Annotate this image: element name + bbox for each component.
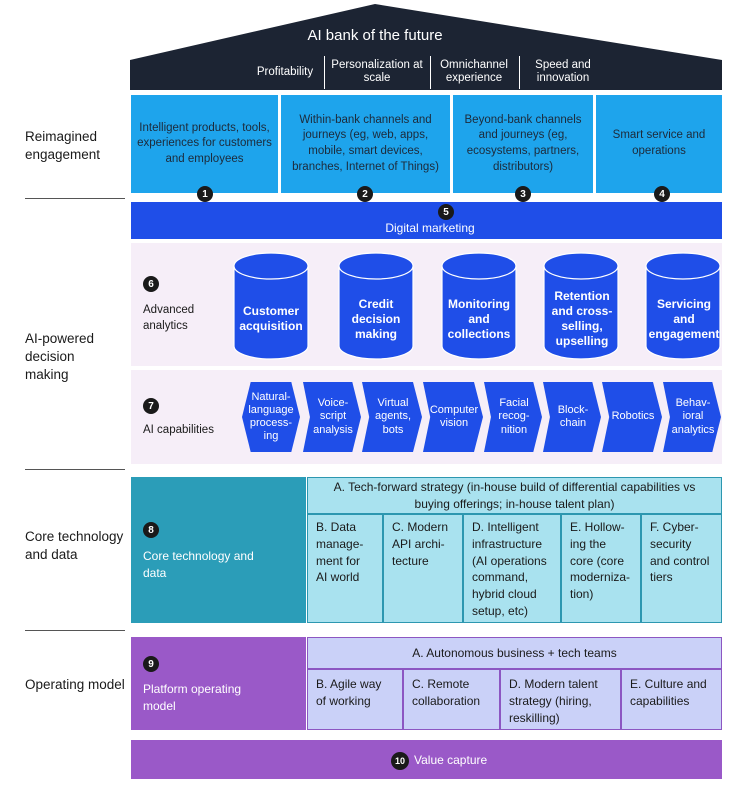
analytics-item-monitoring: Monitoring and collections bbox=[447, 296, 511, 341]
engagement-box-4: Smart service and operations bbox=[596, 95, 722, 193]
ai-capability-robotics: Robotics bbox=[602, 382, 662, 452]
analytics-label: Advanced analytics bbox=[143, 304, 195, 333]
layer-label-decision: AI-powered decision making bbox=[25, 331, 95, 383]
ai-capability-natural-language: Natural-language process-ing bbox=[242, 382, 300, 452]
number-badge-9: 9 bbox=[143, 656, 159, 672]
operating-box-culture: E. Culture and capabilities bbox=[621, 669, 722, 730]
ai-capability-computer-vision: Computer vision bbox=[423, 382, 483, 452]
operating-box-remote-collaboration: C. Remote collaboration bbox=[403, 669, 500, 730]
analytics-item-retention: Retention and cross-selling, upselling bbox=[551, 289, 613, 348]
analytics-item-credit-decision: Credit decision making bbox=[351, 296, 401, 341]
layer-label-operating: Operating model bbox=[25, 677, 125, 692]
core-box-tech-forward-strategy: A. Tech-forward strategy (in-house build… bbox=[307, 477, 722, 514]
pillar-divider bbox=[430, 56, 431, 89]
ai-capabilities-label: AI capabilities bbox=[143, 424, 214, 436]
digital-marketing-bar bbox=[131, 202, 722, 239]
analytics-cylinders bbox=[233, 252, 721, 360]
core-technology-panel bbox=[131, 477, 306, 623]
number-badge-2: 2 bbox=[357, 186, 373, 202]
number-badge-1: 1 bbox=[197, 186, 213, 202]
number-badge-5: 5 bbox=[438, 204, 454, 220]
layer-label-core: Core technology and data bbox=[25, 529, 124, 563]
core-technology-label: Core technology and data bbox=[143, 549, 254, 580]
pillar-personalization: Personalization at scale bbox=[331, 58, 423, 84]
roof bbox=[130, 4, 722, 90]
roof-title: AI bank of the future bbox=[307, 26, 443, 44]
number-badge-8: 8 bbox=[143, 522, 159, 538]
operating-box-autonomous-teams: A. Autonomous business + tech teams bbox=[307, 637, 722, 669]
pillar-divider bbox=[519, 56, 520, 89]
pillar-speed: Speed and innovation bbox=[535, 58, 591, 84]
number-badge-10: 10 bbox=[391, 752, 409, 770]
ai-capability-blockchain: Block-chain bbox=[543, 382, 601, 452]
operating-box-talent-strategy: D. Modern talent strategy (hiring, reski… bbox=[500, 669, 621, 730]
digital-marketing-label: Digital marketing bbox=[385, 221, 475, 235]
pillar-omnichannel: Omnichannel experience bbox=[440, 58, 508, 84]
analytics-item-customer-acquisition: Customer acquisition bbox=[239, 304, 303, 333]
ai-capability-facial-recognition: Facial recog-nition bbox=[484, 382, 542, 452]
core-box-cybersecurity: F. Cyber-security and control tiers bbox=[641, 514, 722, 623]
engagement-box-2: Within-bank channels and journeys (eg, w… bbox=[281, 95, 450, 193]
value-capture-bar bbox=[131, 740, 722, 779]
engagement-box-3: Beyond-bank channels and journeys (eg, e… bbox=[453, 95, 593, 193]
ai-capability-virtual-agents: Virtual agents, bots bbox=[362, 382, 422, 452]
number-badge-6: 6 bbox=[143, 276, 159, 292]
ai-capability-voice-script: Voice-script analysis bbox=[303, 382, 361, 452]
operating-model-panel bbox=[131, 637, 306, 730]
operating-model-label: Platform operating model bbox=[143, 682, 242, 713]
number-badge-7: 7 bbox=[143, 398, 159, 414]
operating-box-agile: B. Agile way of working bbox=[307, 669, 403, 730]
pillar-profitability: Profitability bbox=[256, 66, 314, 79]
number-badge-3: 3 bbox=[515, 186, 531, 202]
pillar-divider bbox=[324, 56, 325, 89]
analytics-item-servicing: Servicing and engagement bbox=[648, 296, 720, 341]
core-box-api-architecture: C. Modern API archi-tecture bbox=[383, 514, 463, 623]
core-box-intelligent-infrastructure: D. Intelligent infrastructure (AI operat… bbox=[463, 514, 561, 623]
layer-divider bbox=[25, 630, 125, 631]
core-box-data-management: B. Data manage-ment for AI world bbox=[307, 514, 383, 623]
layer-label-engagement: Reimagined engagement bbox=[25, 129, 101, 163]
ai-capability-behavioral-analytics: Behav-ioral analytics bbox=[663, 382, 721, 452]
layer-divider bbox=[25, 469, 125, 470]
engagement-box-1: Intelligent products, tools, experiences… bbox=[131, 95, 278, 193]
layer-divider bbox=[25, 198, 125, 199]
core-box-hollowing-core: E. Hollow-ing the core (core moderniza-t… bbox=[561, 514, 641, 623]
analytics-panel bbox=[131, 243, 722, 366]
value-capture-label: Value capture bbox=[414, 753, 488, 767]
number-badge-4: 4 bbox=[654, 186, 670, 202]
